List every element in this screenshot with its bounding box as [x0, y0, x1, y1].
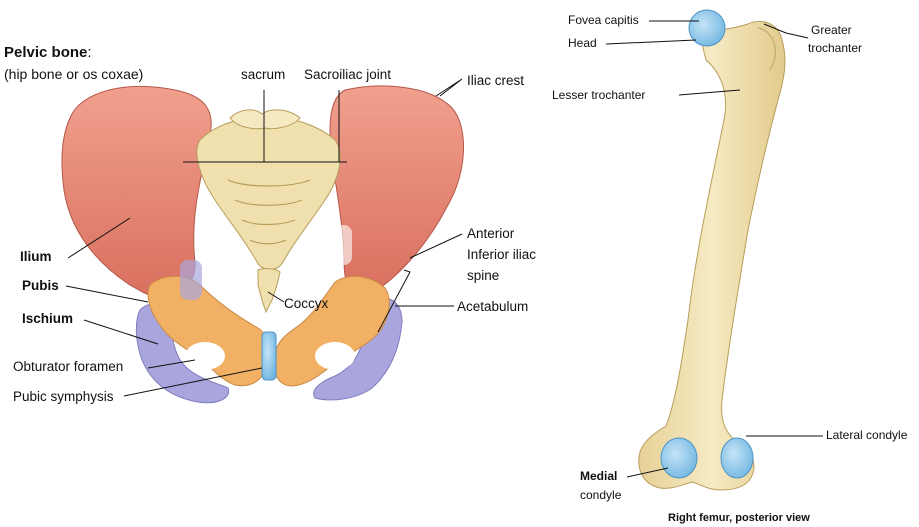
label-pubic-symphysis: Pubic symphysis — [13, 390, 114, 404]
label-condyle: condyle — [580, 489, 621, 501]
label-inferior-iliac: Inferior iliac — [467, 248, 536, 262]
lateral-condyle-shape — [721, 438, 753, 478]
label-coccyx: Coccyx — [284, 297, 328, 311]
label-sacroiliac-joint: Sacroiliac joint — [304, 68, 391, 82]
label-lateral-condyle: Lateral condyle — [826, 429, 907, 441]
label-sacrum: sacrum — [241, 68, 285, 82]
right-obturator-hole — [315, 342, 355, 370]
pelvis-illustration — [62, 86, 464, 403]
label-ischium: Ischium — [22, 312, 73, 326]
label-spine: spine — [467, 269, 499, 283]
label-ilium: Ilium — [20, 250, 52, 264]
femur-caption: Right femur, posterior view — [668, 513, 810, 524]
label-pubis: Pubis — [22, 279, 59, 293]
label-fovea-capitis: Fovea capitis — [568, 14, 639, 26]
label-iliac-crest: Iliac crest — [467, 74, 524, 88]
label-anterior: Anterior — [467, 227, 514, 241]
coccyx-shape — [258, 269, 280, 312]
pelvis-subtitle: (hip bone or os coxae) — [4, 66, 143, 82]
left-obturator-hole — [185, 342, 225, 370]
medial-condyle-shape — [661, 438, 697, 478]
label-trochanter: trochanter — [808, 42, 862, 54]
label-head: Head — [568, 37, 597, 49]
label-greater: Greater — [811, 24, 852, 36]
label-acetabulum: Acetabulum — [457, 300, 528, 314]
label-lesser-trochanter: Lesser trochanter — [552, 89, 645, 101]
pubic-symphysis-shape — [262, 332, 276, 380]
label-medial: Medial — [580, 470, 617, 482]
pelvis-title: Pelvic bone: — [4, 44, 92, 61]
femur-bone-shape — [639, 21, 785, 490]
femur-head-shape — [689, 10, 725, 46]
label-obturator-foramen: Obturator foramen — [13, 360, 123, 374]
sacrum-shape — [197, 114, 340, 270]
femur-illustration — [639, 10, 785, 490]
